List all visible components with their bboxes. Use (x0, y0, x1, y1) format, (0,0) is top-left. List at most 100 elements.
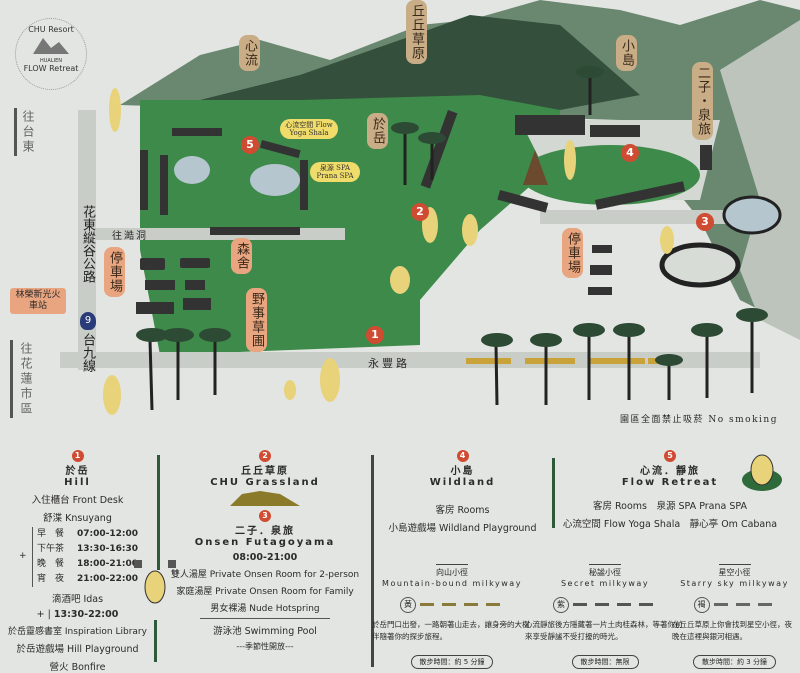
meal-name: 晚 餐 (37, 559, 65, 569)
legend-item: 於岳靈感書室 Inspiration Library (8, 627, 147, 637)
legend-title-zh: 二子．泉旅 (235, 526, 295, 537)
legend-item: 營火 Bonfire (49, 662, 106, 673)
trail-mountain: 向山小徑 Mountain-bound milkyway 黃 於岳門口出發，一路… (372, 560, 532, 669)
meal-time: 07:00-12:00 (77, 529, 139, 539)
trail-title-zh: 星空小徑 (718, 564, 751, 578)
meal-name: 宵 夜 (37, 574, 65, 584)
palm-trees (148, 75, 754, 411)
legend-item: 游泳池 Swimming Pool (213, 626, 317, 637)
wildland-hut (523, 150, 548, 185)
hill-label: 於岳 (367, 113, 388, 149)
legend-divider (157, 455, 160, 570)
marker-3[interactable]: 3 (696, 213, 714, 231)
legend-divider (154, 620, 157, 662)
marker-2[interactable]: 2 (411, 203, 429, 221)
yoga-shala-bubble: 心流空間 Flow Yoga Shala (280, 119, 338, 139)
onsen-hours: 08:00-21:00 (232, 552, 298, 563)
trail-description: 於岳門口出發，一路朝著山走去，讓身旁的大樹伴隨著你的探步旅程。 (372, 620, 530, 641)
walk-time-badge: 散步時間：約 5 分鐘 (410, 655, 494, 669)
legend-item: 男女裸湯 Nude Hotspring (200, 601, 330, 619)
direction-bar (14, 108, 17, 156)
direction-bar (10, 340, 13, 418)
grassland-hill-icon (230, 491, 300, 506)
resort-logo: CHU Resort HUALIEN FLOW Retreat (15, 18, 87, 90)
legend-flow-retreat: 5 心流．靜旅 Flow Retreat 客房 Rooms 泉源 SPA Pra… (555, 450, 785, 530)
legend-item: 於岳遊戲場 Hill Playground (16, 644, 139, 655)
legend-title-zh: 心流．靜旅 (640, 466, 700, 477)
flow-pond-2 (250, 164, 300, 196)
trail-title-en: Starry sky milkyway (680, 579, 789, 588)
palm-fronds (136, 66, 768, 366)
buildings (140, 109, 712, 235)
cheering-character-icon (134, 560, 176, 604)
legend-item: 滴酒吧 Idas (51, 594, 104, 605)
walk-time-badge: 散步時間：無限 (571, 655, 639, 669)
parking-left-label: 停車場 (104, 247, 125, 297)
road-yongfeng (60, 352, 760, 368)
trail-badge: 褐 (693, 596, 710, 613)
to-hualien-label: 往花蓮市區 (19, 342, 33, 417)
legend-title-en: CHU Grassland (210, 477, 320, 488)
lawn-area (140, 95, 560, 355)
legend-marker: 2 (259, 450, 271, 462)
logo-mountain-icon (33, 38, 69, 54)
wildland-lawn (520, 145, 700, 205)
meal-time: 18:00-21:00 (77, 559, 139, 569)
plus-mark: + (19, 551, 27, 561)
trail-path-legend: 黃 (372, 594, 532, 613)
legend-item: 心流空間 Flow Yoga Shala 靜心亭 Om Cabana (562, 519, 778, 530)
legend-title-en: Hill (64, 477, 91, 488)
legend-wildland: 4 小島 Wildland 客房 Rooms 小島遊戲場 Wildland Pl… (375, 450, 550, 534)
om-cabana-cave (659, 242, 741, 288)
plus-mark: + (36, 609, 45, 620)
trail-path-legend: 紫 (525, 594, 685, 613)
marker-4[interactable]: 4 (621, 144, 639, 162)
parking-right-label: 停車場 (562, 228, 583, 278)
walk-time-badge: 散步時間：約 3 分鐘 (693, 655, 776, 669)
legend-item: 客房 Rooms 泉源 SPA Prana SPA (592, 501, 747, 512)
garden-label: 野事草圃 (246, 288, 267, 352)
logo-bottom-text: FLOW Retreat (23, 64, 79, 73)
legend-title-en: Flow Retreat (621, 477, 719, 488)
marker-5[interactable]: 5 (241, 136, 259, 154)
meal-time: 13:30-16:30 (77, 544, 139, 554)
trail-badge: 紫 (553, 596, 569, 613)
legend-item: 小島遊戲場 Wildland Playground (388, 523, 537, 534)
highway-label: 花東縱谷公路 (80, 205, 95, 283)
onsen-label: 二子・泉旅 (692, 62, 713, 140)
legend-item: 家庭湯屋 Private Onsen Room for Family (176, 587, 354, 597)
no-smoking-notice: 園區全面禁止吸菸 No smoking (620, 415, 778, 425)
meal-time: 21:00-22:00 (77, 574, 139, 584)
trail-description: 在丘丘草原上你會找到星空小徑，夜晚在這裡與銀河相遇。 (672, 620, 792, 641)
meal-row: 晚 餐 18:00-21:00 (37, 557, 155, 572)
legend-grassland-onsen: 2 丘丘草原 CHU Grassland 3 二子．泉旅 Onsen Futag… (160, 450, 370, 652)
trail-title-zh: 向山小徑 (436, 564, 468, 578)
seasonal-note: ---季節性開放--- (236, 642, 294, 651)
marker-1[interactable]: 1 (366, 326, 384, 344)
legend-item: 入住櫃台 Front Desk (31, 495, 124, 506)
legend-marker: 4 (456, 450, 469, 462)
meal-name: 早 餐 (37, 529, 65, 539)
trail-starry: 星空小徑 Starry sky milkyway 褐 在丘丘草原上你會找到星空小… (672, 560, 797, 669)
legend-title-zh: 於岳 (65, 466, 90, 477)
legend-title-en: Wildland (429, 477, 496, 488)
meal-name: 下午茶 (37, 544, 65, 554)
legend-divider (371, 455, 374, 667)
legend-marker: 5 (664, 450, 676, 462)
meal-times: + 早 餐 07:00-12:00 下午茶 13:30-16:30 晚 餐 18:00… (19, 527, 155, 587)
legend-item: 舒渫 Knsuyang (43, 513, 112, 524)
legend-title-en: Onsen Futagoyama (194, 537, 336, 548)
logo-center-text: HUALIEN (40, 58, 62, 64)
route-9-badge: 9 (80, 312, 96, 330)
meditating-character-icon (742, 454, 782, 491)
trail-secret: 秘謐小徑 Secret milkyway 紫 心流靜旅後方隱藏著一片土肉桂森林，… (525, 560, 685, 669)
legend-divider (552, 458, 555, 528)
road-parking-right (540, 210, 740, 224)
spa-bubble: 泉源 SPA Prana SPA (310, 162, 360, 182)
legend-marker: 3 (259, 510, 271, 522)
meal-row: 下午茶 13:30-16:30 (37, 542, 155, 557)
trail-title-en: Mountain-bound milkyway (382, 579, 522, 588)
xinliu-label: 心流 (239, 35, 260, 71)
meal-row: 早 餐 07:00-12:00 (37, 527, 155, 542)
legend-hill: 1 於岳 Hill 入住櫃台 Front Desk 舒渫 Knsuyang + … (0, 450, 155, 673)
